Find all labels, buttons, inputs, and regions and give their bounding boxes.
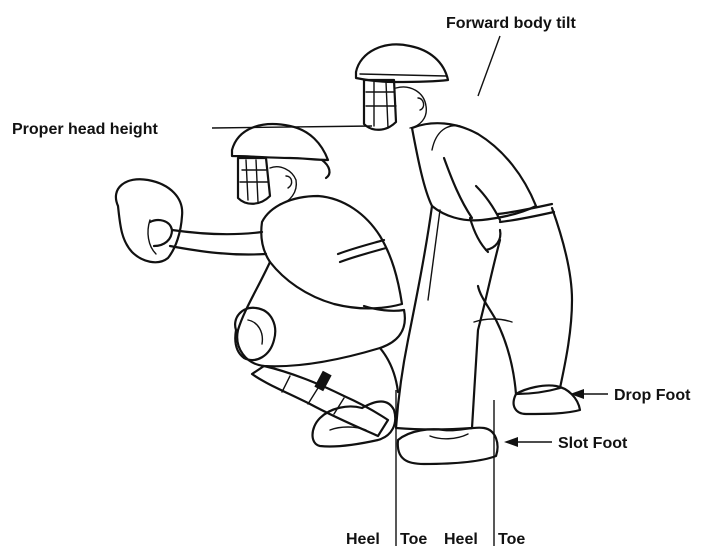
slot-foot-laces xyxy=(430,434,468,439)
umpire-arm-top xyxy=(444,158,472,218)
catcher-shoe xyxy=(313,402,396,447)
label-toe-2: Toe xyxy=(498,531,525,548)
umpire-face xyxy=(396,87,426,128)
arrow-drop-foot xyxy=(570,389,584,399)
leader-forward-body-tilt xyxy=(478,36,500,96)
catcher-helmet xyxy=(232,124,328,160)
catcher-figure xyxy=(116,124,405,446)
umpire-drop-foot xyxy=(514,385,580,414)
label-drop-foot: Drop Foot xyxy=(614,387,691,404)
umpire-cap-band xyxy=(360,74,446,76)
label-proper-head-height: Proper head height xyxy=(12,121,158,138)
catcher-rear-leg xyxy=(380,348,398,392)
label-heel-2: Heel xyxy=(444,531,478,548)
catcher-ear xyxy=(286,176,292,188)
mask-bars xyxy=(240,160,268,202)
umpire-belt xyxy=(498,204,552,214)
catcher-mask xyxy=(238,158,270,204)
umpire-ear xyxy=(418,98,424,110)
knee-guard-detail xyxy=(248,320,262,344)
umpire-sleeve xyxy=(476,186,500,220)
label-forward-body-tilt: Forward body tilt xyxy=(446,15,576,32)
umpire-forearm xyxy=(470,218,488,252)
label-slot-foot: Slot Foot xyxy=(558,435,628,452)
arrow-slot-foot xyxy=(504,437,518,447)
umpire-mask xyxy=(364,80,396,130)
umpire-front-leg xyxy=(396,206,500,430)
mitt-detail xyxy=(148,220,156,254)
umpire-torso xyxy=(412,123,536,220)
catcher-arm-top xyxy=(172,230,262,234)
label-toe-1: Toe xyxy=(400,531,427,548)
umpire-mask-bars xyxy=(366,82,396,128)
leader-proper-head-height xyxy=(212,126,372,128)
catcher-torso xyxy=(261,196,402,309)
label-heel-1: Heel xyxy=(346,531,380,548)
catcher-helmet-brim xyxy=(322,160,329,178)
catcher-hand xyxy=(150,220,172,246)
umpire-slot-foot xyxy=(398,428,498,464)
chest-strap-1 xyxy=(338,240,384,254)
catcher-thigh xyxy=(237,262,405,366)
umpire-collar xyxy=(432,126,460,150)
catcher-arm-bottom xyxy=(170,246,266,255)
callouts: Forward body tilt Proper head height Dro… xyxy=(12,15,691,548)
umpire-rear-leg xyxy=(478,208,572,394)
